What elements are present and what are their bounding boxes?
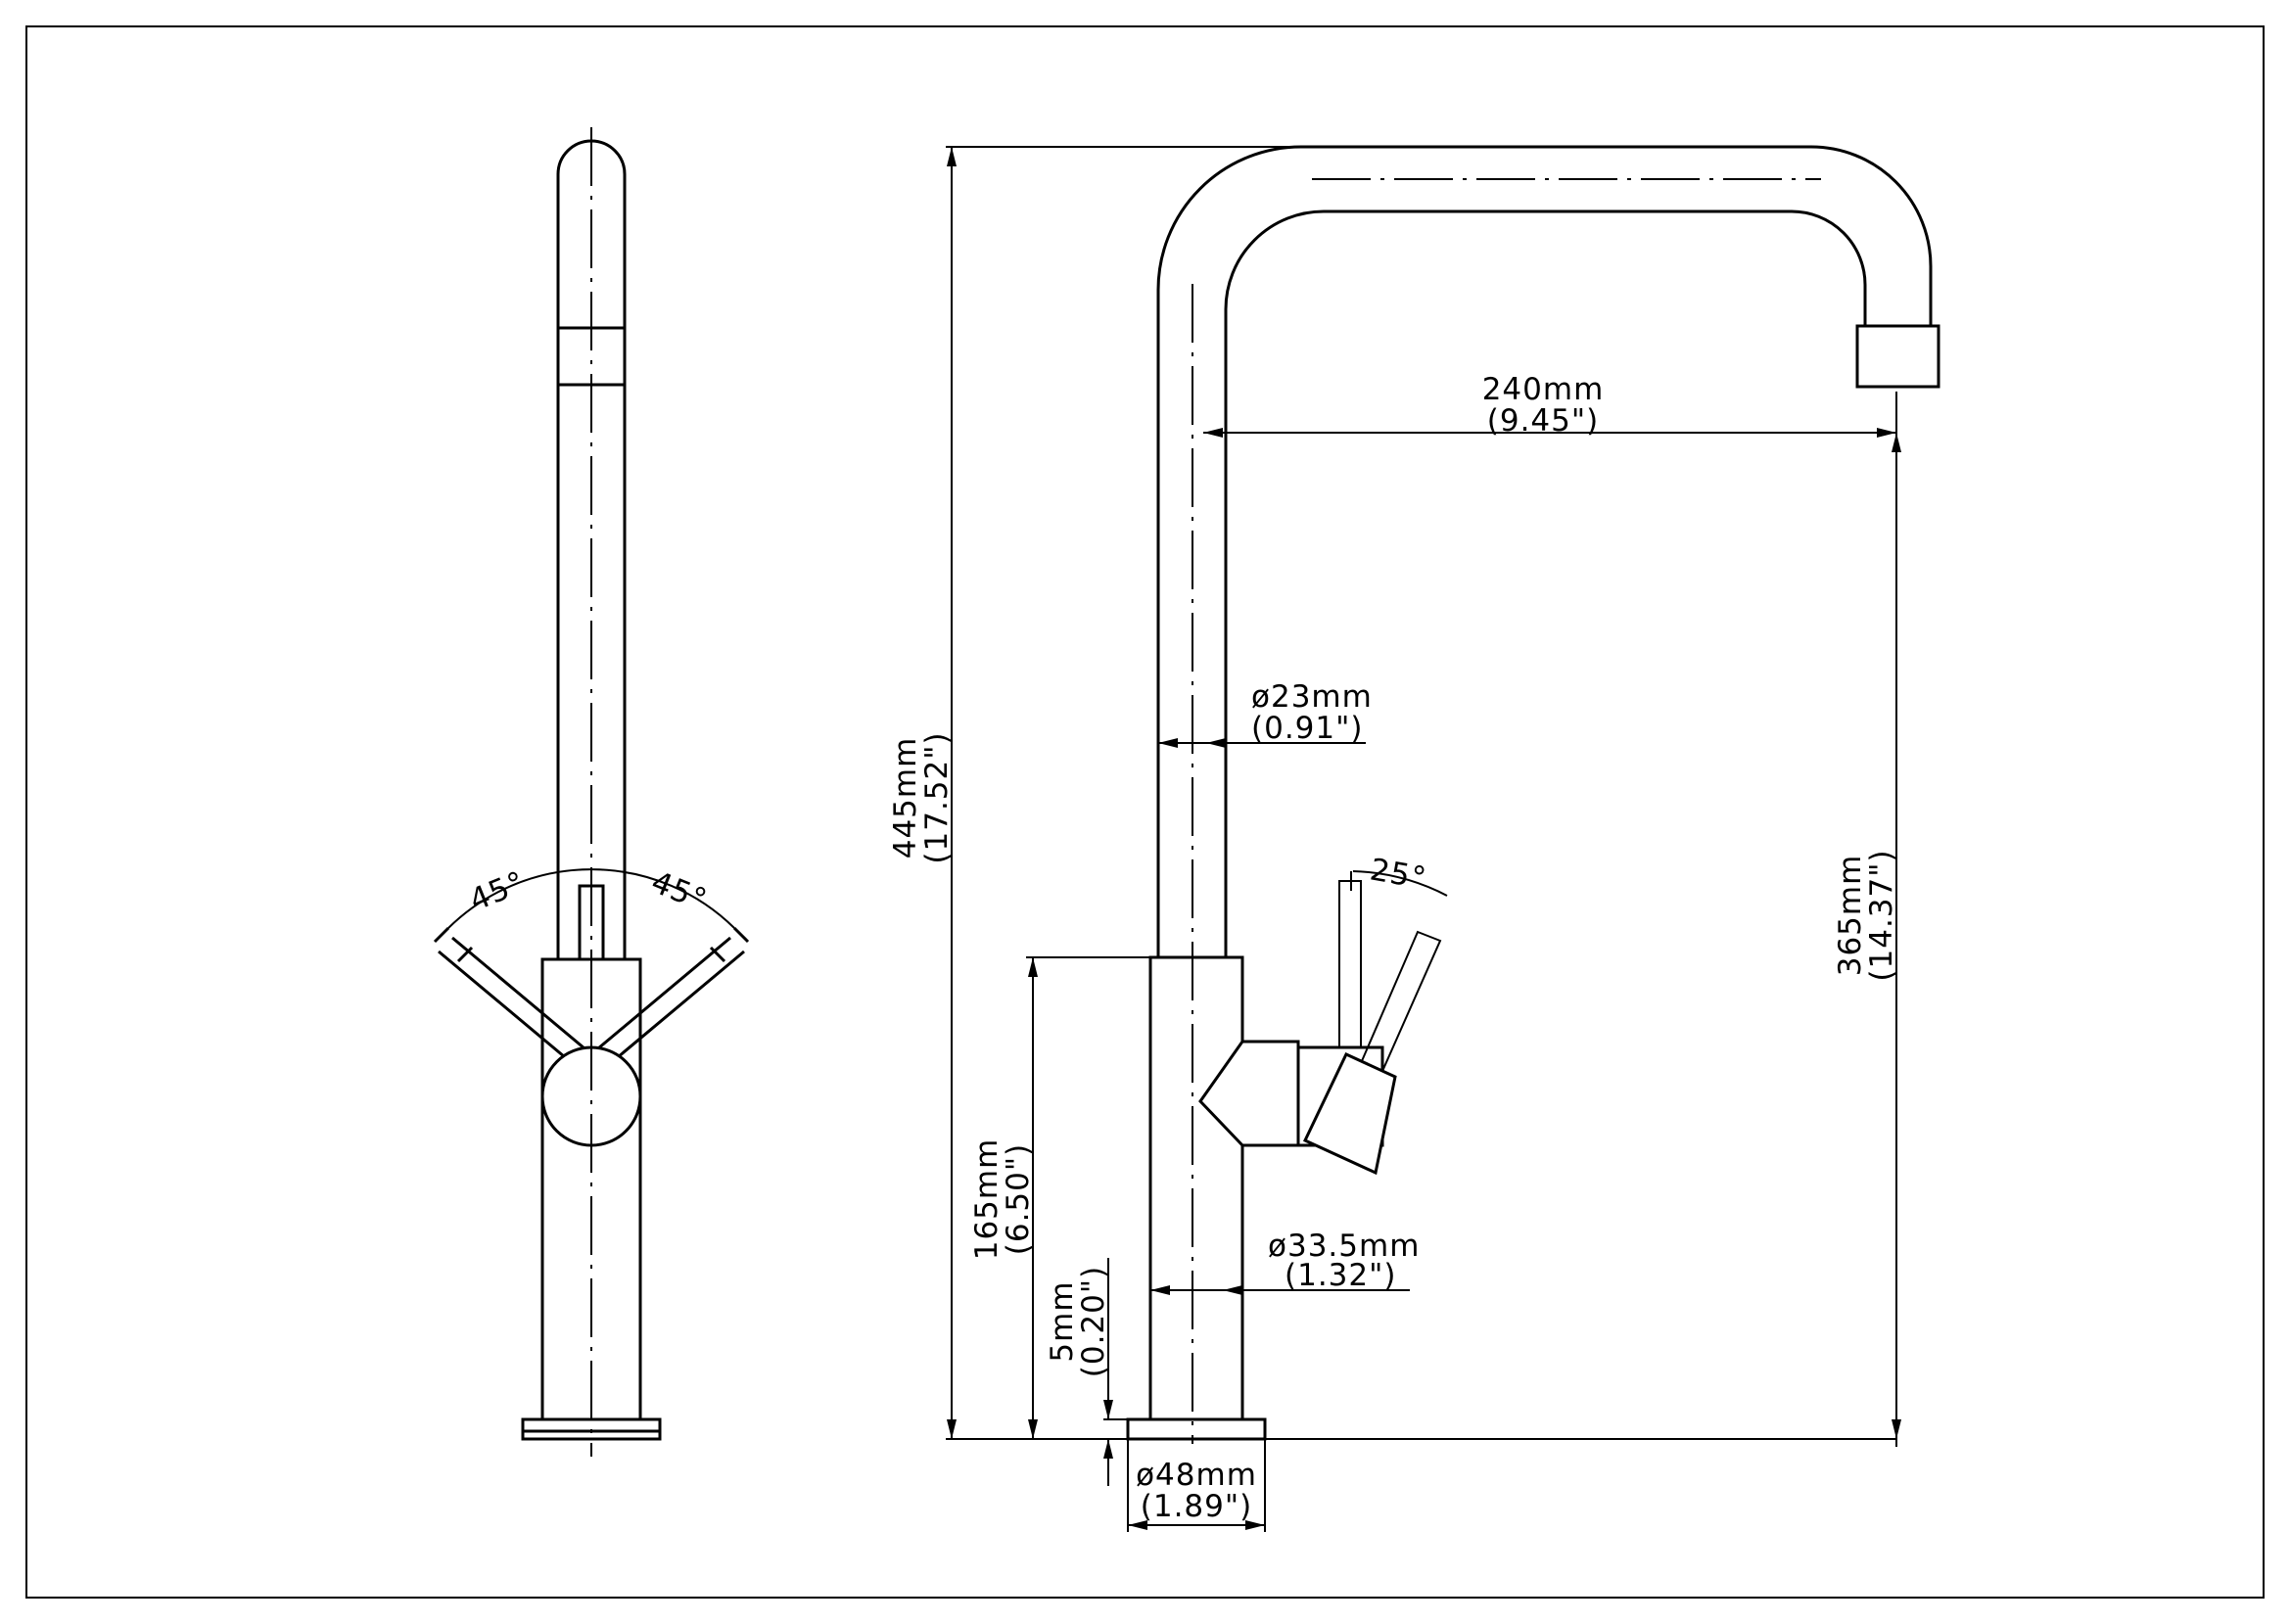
dim-body-height-in: (6.50") [1001, 1143, 1036, 1255]
dim-height-mm: 445mm [888, 737, 923, 859]
dim-base-dia-mm: ø48mm [1136, 1458, 1257, 1493]
base-plate [1126, 1417, 1267, 1441]
spout-outline [1156, 145, 1933, 957]
dim-height-in: (17.52") [919, 731, 955, 863]
dim-spout-dia-mm: ø23mm [1251, 679, 1373, 715]
dim-spout-dia-in: (0.91") [1251, 711, 1363, 746]
right-handle-outline [597, 926, 750, 1064]
angle-label-right: 45° [646, 864, 712, 918]
dim-body-height-mm: 165mm [969, 1138, 1005, 1261]
front-view: 45° 45° [433, 127, 750, 1457]
left-handle-outline [433, 926, 585, 1064]
dim-base-dia-in: (1.89") [1141, 1489, 1252, 1524]
dim-lever-angle: 25° [1368, 852, 1429, 897]
dim-spout-height-in: (14.37") [1864, 849, 1899, 981]
dim-body-dia-in: (1.32") [1285, 1258, 1396, 1293]
dim-spout-height-mm: 365mm [1833, 855, 1868, 977]
drawing-border [25, 25, 2265, 1599]
dim-reach-in: (9.45") [1487, 403, 1599, 439]
dim-body-dia-mm: ø33.5mm [1268, 1229, 1420, 1264]
dim-base-thick-in: (0.20") [1076, 1266, 1111, 1377]
side-view: 240mm (9.45") 445mm (17.52") 365mm (14.3… [888, 145, 1940, 1532]
dim-reach-mm: 240mm [1482, 372, 1605, 407]
dim-base-thick-mm: 5mm [1045, 1280, 1080, 1362]
angle-label-left: 45° [465, 864, 531, 918]
body-outline [1148, 955, 1244, 1421]
